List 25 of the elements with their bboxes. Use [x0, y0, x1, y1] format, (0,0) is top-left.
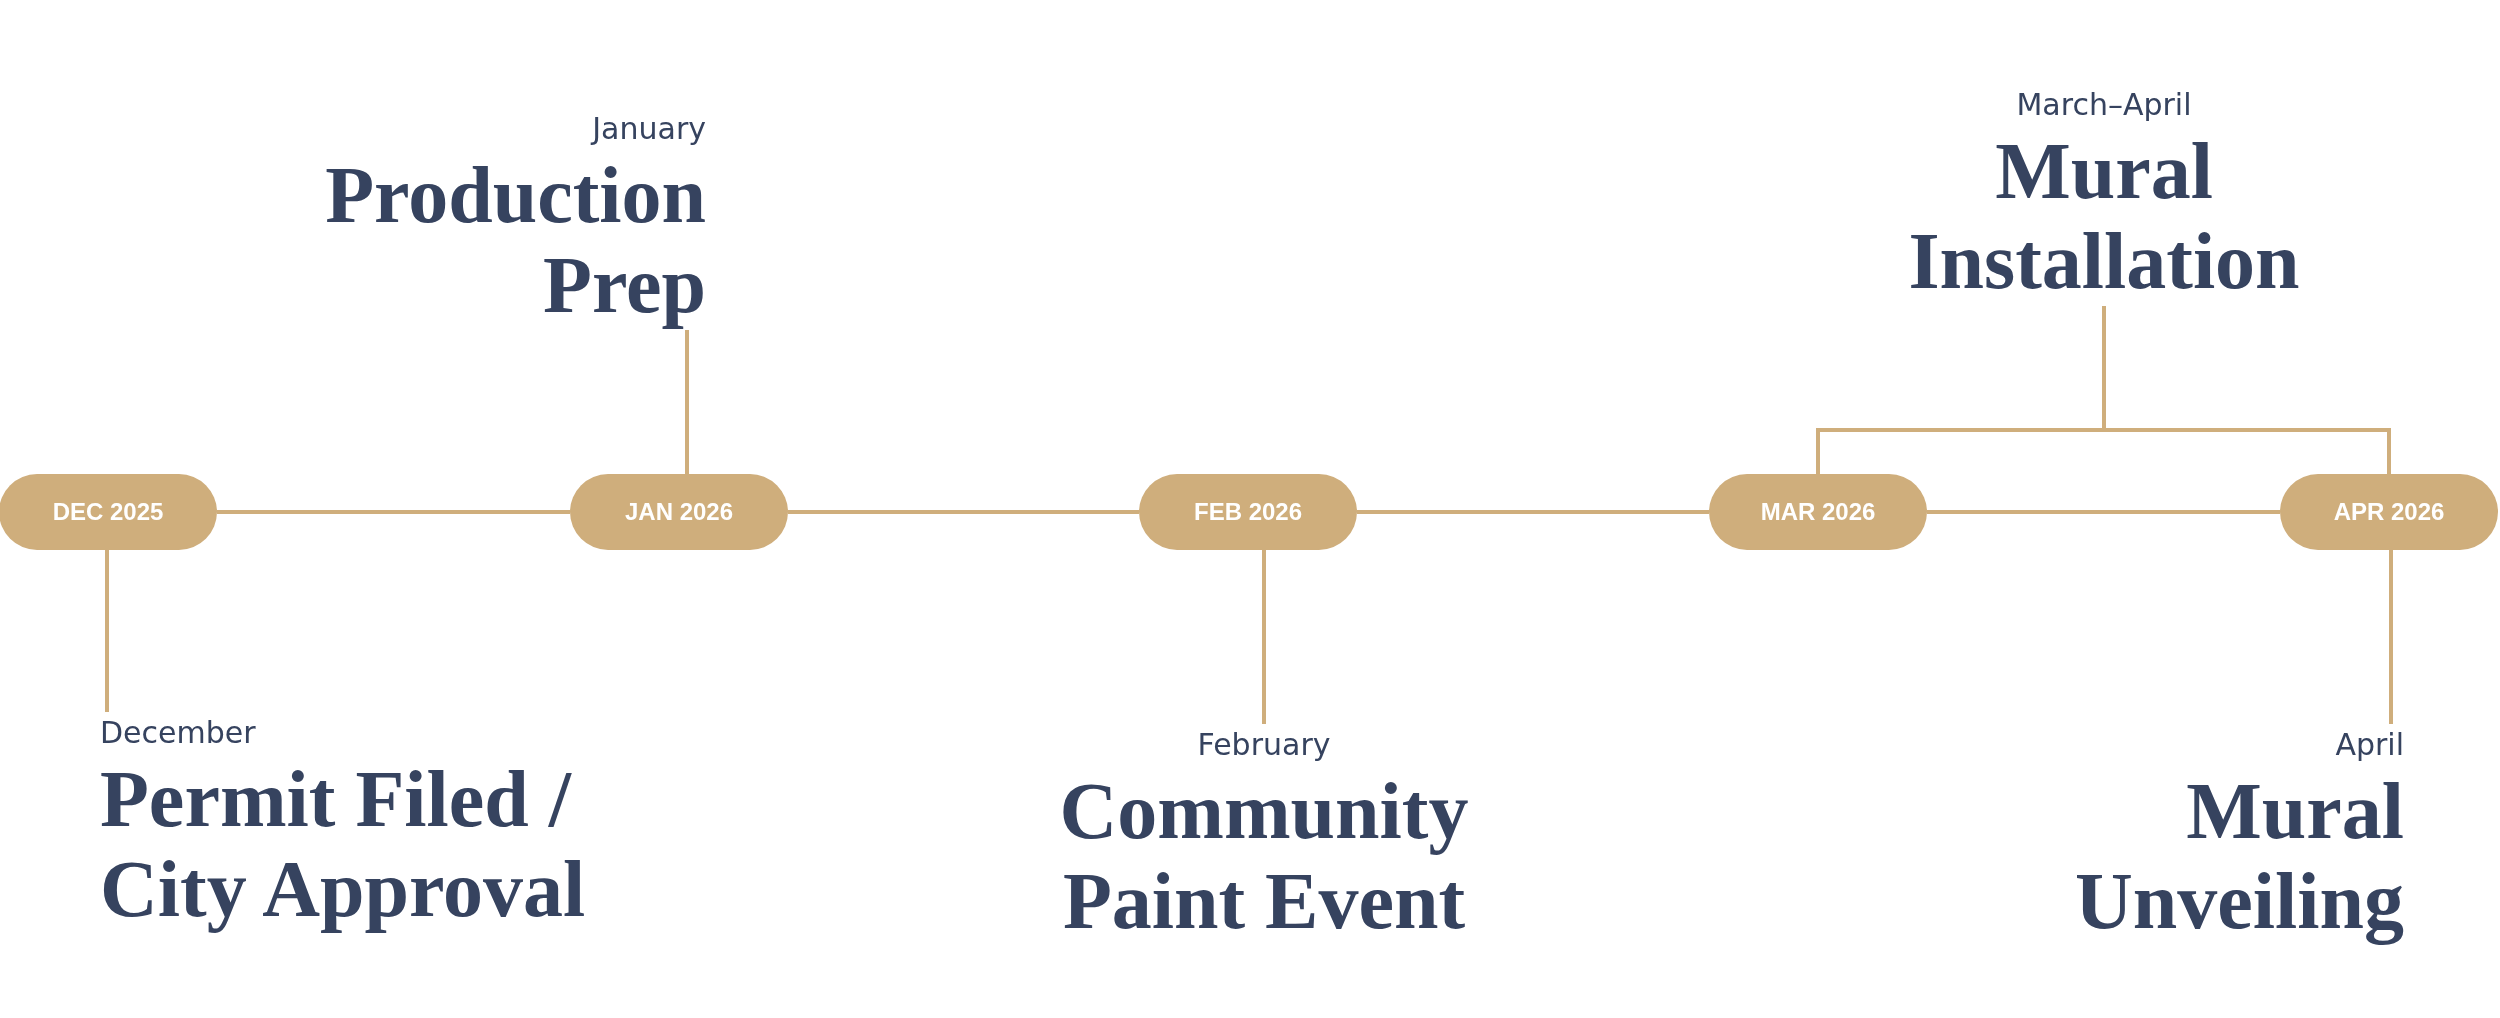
leader-line [685, 330, 689, 474]
timeline-line [1927, 510, 2280, 514]
date-label: FEB 2026 [1193, 498, 1303, 526]
timeline-line [217, 510, 570, 514]
month-label: January [589, 110, 706, 148]
timeline-line [1357, 510, 1709, 514]
month-label: December [100, 714, 257, 752]
month-label: March–April [2015, 86, 2193, 124]
leader-line [2389, 550, 2393, 724]
date-label: MAR 2026 [1760, 498, 1876, 526]
leader-line [2102, 306, 2391, 474]
leader-line [105, 550, 109, 712]
milestone-title: Production Prep [324, 150, 706, 330]
milestone-title: Community Paint Event [1058, 766, 1470, 946]
date-pill [0, 474, 217, 550]
month-label: April [2334, 726, 2404, 764]
date-label: DEC 2025 [52, 498, 164, 526]
month-label: February [1196, 726, 1332, 764]
timeline-line [788, 510, 1139, 514]
leader-line [1262, 550, 1266, 724]
milestone-title: Permit Filed / City Approval [100, 754, 587, 934]
milestone-title: Mural Unveiling [2074, 766, 2404, 946]
milestone-title: Mural Installation [1907, 126, 2301, 306]
date-label: APR 2026 [2333, 498, 2445, 526]
date-label: JAN 2026 [624, 498, 734, 526]
